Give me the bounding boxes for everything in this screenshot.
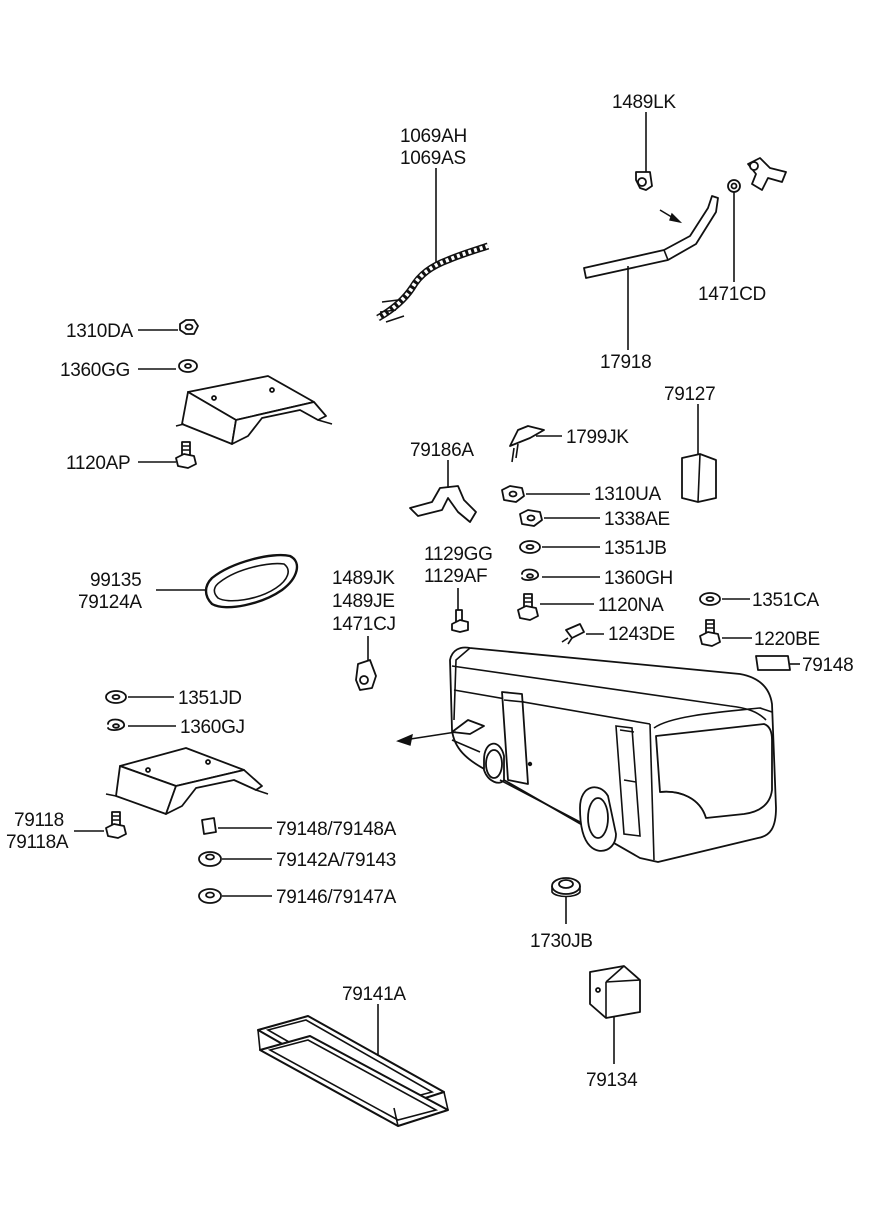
label-1129gg: 1129GG [424,544,493,565]
plug-79148 [201,817,217,835]
label-99135: 99135 [90,570,141,591]
washer-1360gg [178,359,198,373]
label-79186a: 79186A [410,440,474,461]
bracket-79134 [589,965,641,1019]
label-79148: 79148 [802,655,853,676]
grommet-79146 [198,888,222,904]
nut-1310da [179,319,199,335]
clamp-79186a [409,485,477,523]
label-1799jk: 1799JK [566,427,629,448]
screw-1129gg [451,609,469,633]
nut-1310ua [501,485,525,503]
label-1489je: 1489JE [332,591,395,612]
washer-1351jb [519,540,541,554]
washer-1351jd [105,690,127,704]
screw-1243de [561,623,585,645]
clip-1489jk [355,659,377,691]
label-1338ae: 1338AE [604,509,670,530]
label-79118: 79118 [14,810,64,831]
label-1069as: 1069AS [400,148,466,169]
label-1471cj: 1471CJ [332,614,396,635]
label-1129af: 1129AF [424,566,487,587]
label-1120ap: 1120AP [66,453,130,474]
label-79124a: 79124A [78,592,142,613]
bolt-1220be [699,619,721,647]
label-79148-79148a: 79148/79148A [276,819,397,840]
label-79146-79147a: 79146/79147A [276,887,397,908]
belt-99135 [204,554,299,609]
bracket-lower-left [105,747,269,815]
washer-1360gh [521,568,539,581]
arrow-indicator [396,731,457,746]
label-1360gg: 1360GG [60,360,130,381]
label-1351ca: 1351CA [752,590,819,611]
label-17918: 17918 [600,352,651,373]
clip-1489lk [635,171,653,191]
washer-1351ca [699,592,721,606]
label-79134: 79134 [586,1070,638,1091]
bolt-79118 [105,811,127,839]
bus-body [449,646,777,863]
label-1310da: 1310DA [66,321,133,342]
bolt-1120na [517,593,539,621]
nut-1338ae [519,509,543,527]
tag-79148 [755,655,791,671]
grommet-1730jb [551,877,581,898]
label-79118a: 79118A [6,832,69,853]
wiring-harness [376,242,490,323]
label-1489lk: 1489LK [612,92,676,113]
label-1360gh: 1360GH [604,568,673,589]
label-1360gj: 1360GJ [180,717,245,738]
label-79127: 79127 [664,384,715,405]
label-1730jb: 1730JB [530,931,593,952]
label-1069ah: 1069AH [400,126,467,147]
washer-pipe [583,195,719,279]
gasket-79141a [257,1015,449,1127]
label-1471cd: 1471CD [698,284,766,305]
label-79141a: 79141A [342,984,406,1005]
label-1489jk: 1489JK [332,568,395,589]
label-1243de: 1243DE [608,624,675,645]
cover-79127 [681,453,717,503]
pin-1799jk [509,425,545,463]
bracket-upper-left [175,375,333,445]
label-1351jd: 1351JD [178,688,242,709]
label-1310ua: 1310UA [594,484,661,505]
bolt-1120ap [175,441,197,469]
washer-1360gj [107,718,125,731]
label-1220be: 1220BE [754,629,820,650]
label-79142a-79143: 79142A/79143 [276,850,396,871]
label-1120na: 1120NA [598,595,664,616]
nozzle-1471cd [727,157,787,193]
grommet-79142a [198,851,222,867]
label-1351jb: 1351JB [604,538,667,559]
